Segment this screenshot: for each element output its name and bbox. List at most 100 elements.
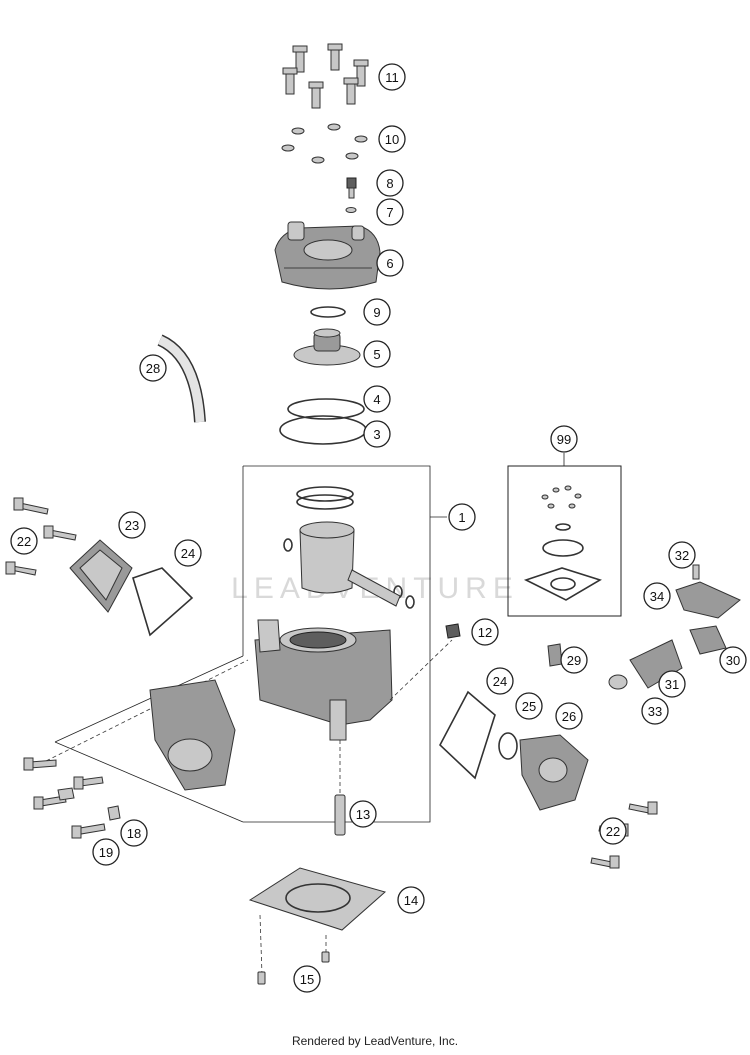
callout-33: 33 bbox=[641, 697, 669, 725]
callout-label: 18 bbox=[127, 826, 141, 841]
coolant-hose bbox=[157, 334, 206, 423]
callout-29: 29 bbox=[560, 646, 588, 674]
callout-circle bbox=[560, 646, 588, 674]
callout-32: 32 bbox=[668, 541, 696, 569]
oring-25 bbox=[498, 732, 518, 760]
callout-34: 34 bbox=[643, 582, 671, 610]
callout-label: 22 bbox=[17, 534, 31, 549]
callout-label: 34 bbox=[650, 589, 664, 604]
callout-label: 7 bbox=[386, 205, 393, 220]
gasket-kit-box bbox=[507, 453, 622, 617]
callout-circle bbox=[92, 838, 120, 866]
piston-assembly bbox=[283, 486, 415, 609]
callout-circle bbox=[448, 503, 476, 531]
callout-circle bbox=[486, 667, 514, 695]
cylinder-base-gasket bbox=[248, 867, 387, 931]
callout-28: 28 bbox=[139, 354, 167, 382]
callout-19: 19 bbox=[92, 838, 120, 866]
exhaust-flange bbox=[149, 679, 236, 791]
power-valve-cover-left bbox=[69, 539, 194, 637]
callout-30: 30 bbox=[719, 646, 747, 674]
callout-circle bbox=[139, 354, 167, 382]
callout-circle bbox=[555, 702, 583, 730]
callout-circle bbox=[118, 511, 146, 539]
callout-label: 19 bbox=[99, 845, 113, 860]
actuator-30 bbox=[689, 625, 727, 655]
callout-5: 5 bbox=[363, 340, 391, 368]
callout-label: 4 bbox=[373, 392, 380, 407]
callout-11: 11 bbox=[378, 63, 406, 91]
callout-10: 10 bbox=[378, 125, 406, 153]
cylinder-body bbox=[254, 619, 393, 741]
callout-label: 13 bbox=[356, 807, 370, 822]
callout-label: 30 bbox=[726, 653, 740, 668]
callout-18: 18 bbox=[120, 819, 148, 847]
cylinder-stud bbox=[334, 794, 346, 836]
callout-circle bbox=[10, 527, 38, 555]
callout-label: 6 bbox=[386, 256, 393, 271]
callout-circle bbox=[376, 169, 404, 197]
callout-circle bbox=[120, 819, 148, 847]
head-bolts bbox=[282, 43, 369, 109]
callout-circle bbox=[378, 63, 406, 91]
callout-label: 24 bbox=[493, 674, 507, 689]
callout-circle bbox=[643, 582, 671, 610]
cylinder-nut bbox=[445, 623, 461, 639]
left-bolts bbox=[5, 497, 121, 839]
callout-label: 25 bbox=[522, 699, 536, 714]
callout-circle bbox=[174, 539, 202, 567]
callout-circle bbox=[668, 541, 696, 569]
callout-14: 14 bbox=[397, 886, 425, 914]
actuator-34 bbox=[675, 564, 741, 619]
callout-circle bbox=[515, 692, 543, 720]
callout-circle bbox=[376, 198, 404, 226]
callout-circle bbox=[658, 670, 686, 698]
callout-3: 3 bbox=[363, 420, 391, 448]
callout-label: 12 bbox=[478, 625, 492, 640]
callout-label: 8 bbox=[386, 176, 393, 191]
cylinder-head bbox=[274, 221, 381, 290]
callout-25: 25 bbox=[515, 692, 543, 720]
gasket-24-right bbox=[439, 690, 496, 780]
callout-circle bbox=[363, 340, 391, 368]
dowel-pins-15 bbox=[257, 951, 330, 985]
valve-housing-26 bbox=[519, 734, 589, 811]
callout-circle bbox=[378, 125, 406, 153]
actuator-31 bbox=[629, 639, 683, 689]
callout-circle bbox=[397, 886, 425, 914]
callout-7: 7 bbox=[376, 198, 404, 226]
callout-label: 15 bbox=[300, 972, 314, 987]
callout-label: 9 bbox=[373, 305, 380, 320]
callout-label: 99 bbox=[557, 432, 571, 447]
callout-label: 32 bbox=[675, 548, 689, 563]
sensor-29 bbox=[547, 643, 563, 667]
callout-circle bbox=[349, 800, 377, 828]
callout-24: 24 bbox=[486, 667, 514, 695]
callout-12: 12 bbox=[471, 618, 499, 646]
callout-6: 6 bbox=[376, 249, 404, 277]
callout-31: 31 bbox=[658, 670, 686, 698]
callout-4: 4 bbox=[363, 385, 391, 413]
callout-9: 9 bbox=[363, 298, 391, 326]
callout-23: 23 bbox=[118, 511, 146, 539]
callout-label: 24 bbox=[181, 546, 195, 561]
callout-circle bbox=[599, 817, 627, 845]
callout-22: 22 bbox=[599, 817, 627, 845]
head-gasket-rings bbox=[279, 398, 367, 445]
callout-label: 22 bbox=[606, 824, 620, 839]
callout-circle bbox=[719, 646, 747, 674]
callout-circle bbox=[363, 420, 391, 448]
callout-label: 11 bbox=[385, 70, 399, 85]
combustion-chamber-insert bbox=[293, 306, 361, 366]
callout-label: 28 bbox=[146, 361, 160, 376]
callout-15: 15 bbox=[293, 965, 321, 993]
cap-33 bbox=[608, 674, 628, 690]
callout-99: 99 bbox=[550, 425, 578, 453]
washers bbox=[281, 123, 368, 164]
callout-label: 33 bbox=[648, 704, 662, 719]
callout-13: 13 bbox=[349, 800, 377, 828]
callout-label: 3 bbox=[373, 427, 380, 442]
footer-credit: Rendered by LeadVenture, Inc. bbox=[291, 1034, 459, 1048]
